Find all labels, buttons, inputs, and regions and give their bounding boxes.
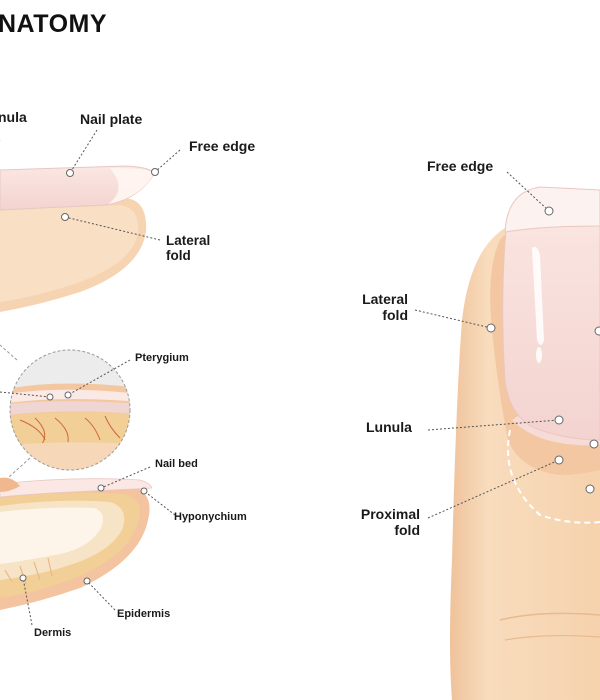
- label-proximal-fold: Proximal fold: [360, 506, 420, 538]
- finger-side-view: [0, 165, 155, 312]
- magnified-detail: [0, 344, 131, 486]
- label-epidermis: Epidermis: [117, 608, 171, 620]
- label-lateral-fold-left: Lateral fold: [166, 233, 211, 264]
- page-title: NATOMY: [0, 10, 108, 38]
- label-nail-plate: Nail plate: [80, 111, 143, 127]
- label-pterygium: Pterygium: [135, 352, 189, 364]
- cross-section: [0, 477, 153, 610]
- label-hyponychium: Hyponychium: [174, 511, 247, 523]
- label-free-edge-right: Free edge: [427, 158, 494, 174]
- leader-lines: [0, 129, 560, 626]
- proximal-fold-outline: [507, 429, 600, 524]
- label-lateral-fold-right: Lateral fold: [362, 291, 408, 323]
- marker-dots: [19, 168, 600, 585]
- label-free-edge-left: Free edge: [189, 138, 256, 154]
- label-lunula-left: nula: [0, 109, 27, 125]
- finger-top-view: [450, 186, 600, 700]
- label-lunula-right: Lunula: [366, 419, 412, 435]
- label-nail-bed: Nail bed: [155, 458, 198, 470]
- label-dermis: Dermis: [34, 627, 72, 639]
